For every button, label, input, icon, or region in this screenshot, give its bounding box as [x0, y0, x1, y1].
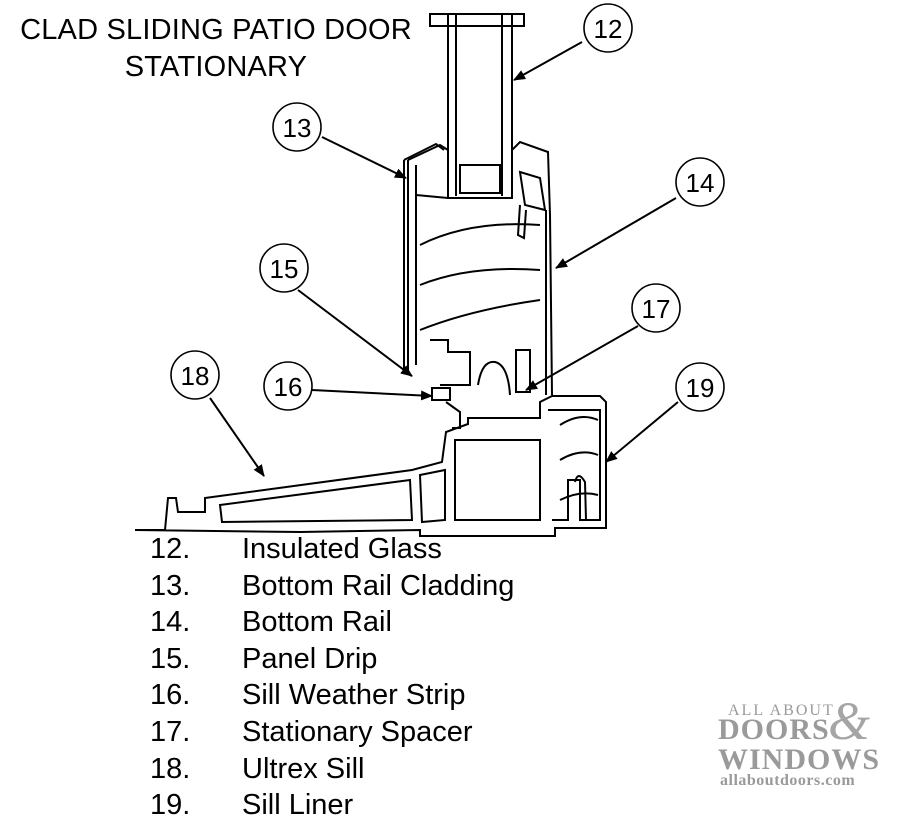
watermark-top: ALL ABOUT	[728, 702, 835, 719]
title-line-1: CLAD SLIDING PATIO DOOR	[20, 14, 412, 46]
bottom-rail-cladding	[403, 142, 445, 377]
callout-19: 19	[686, 373, 715, 403]
parts-legend: 12.Insulated Glass 13.Bottom Rail Claddi…	[150, 533, 514, 826]
legend-item: 13.Bottom Rail Cladding	[150, 569, 515, 602]
callout-13: 13	[283, 113, 312, 143]
title-line-2: STATIONARY	[124, 51, 308, 83]
callout-14: 14	[686, 168, 715, 198]
legend-item: 16.Sill Weather Strip	[150, 679, 466, 712]
legend-item: 14.Bottom Rail	[150, 606, 392, 639]
cross-section-drawing: 12 13 14 15 16 17 18 19	[134, 3, 725, 537]
insulated-glass	[429, 13, 525, 198]
callout-bubbles	[170, 3, 725, 412]
legend-item: 18.Ultrex Sill	[150, 752, 365, 785]
legend-item: 17.Stationary Spacer	[150, 715, 473, 748]
watermark-ampersand: &	[828, 691, 871, 751]
watermark-url: allaboutdoors.com	[720, 772, 856, 789]
legend-item: 15.Panel Drip	[150, 642, 378, 675]
callout-16: 16	[274, 372, 303, 402]
callout-15: 15	[270, 254, 299, 284]
callout-12: 12	[594, 14, 623, 44]
watermark-title: DOORS WINDOWS	[718, 713, 881, 776]
sill-and-liner	[134, 387, 607, 537]
leader-lines	[209, 41, 679, 477]
bottom-rail	[407, 140, 553, 396]
legend-item: 19.Sill Liner	[150, 789, 354, 822]
legend-item: 12.Insulated Glass	[150, 533, 442, 565]
callout-18: 18	[181, 361, 210, 391]
callout-17: 17	[642, 294, 671, 324]
